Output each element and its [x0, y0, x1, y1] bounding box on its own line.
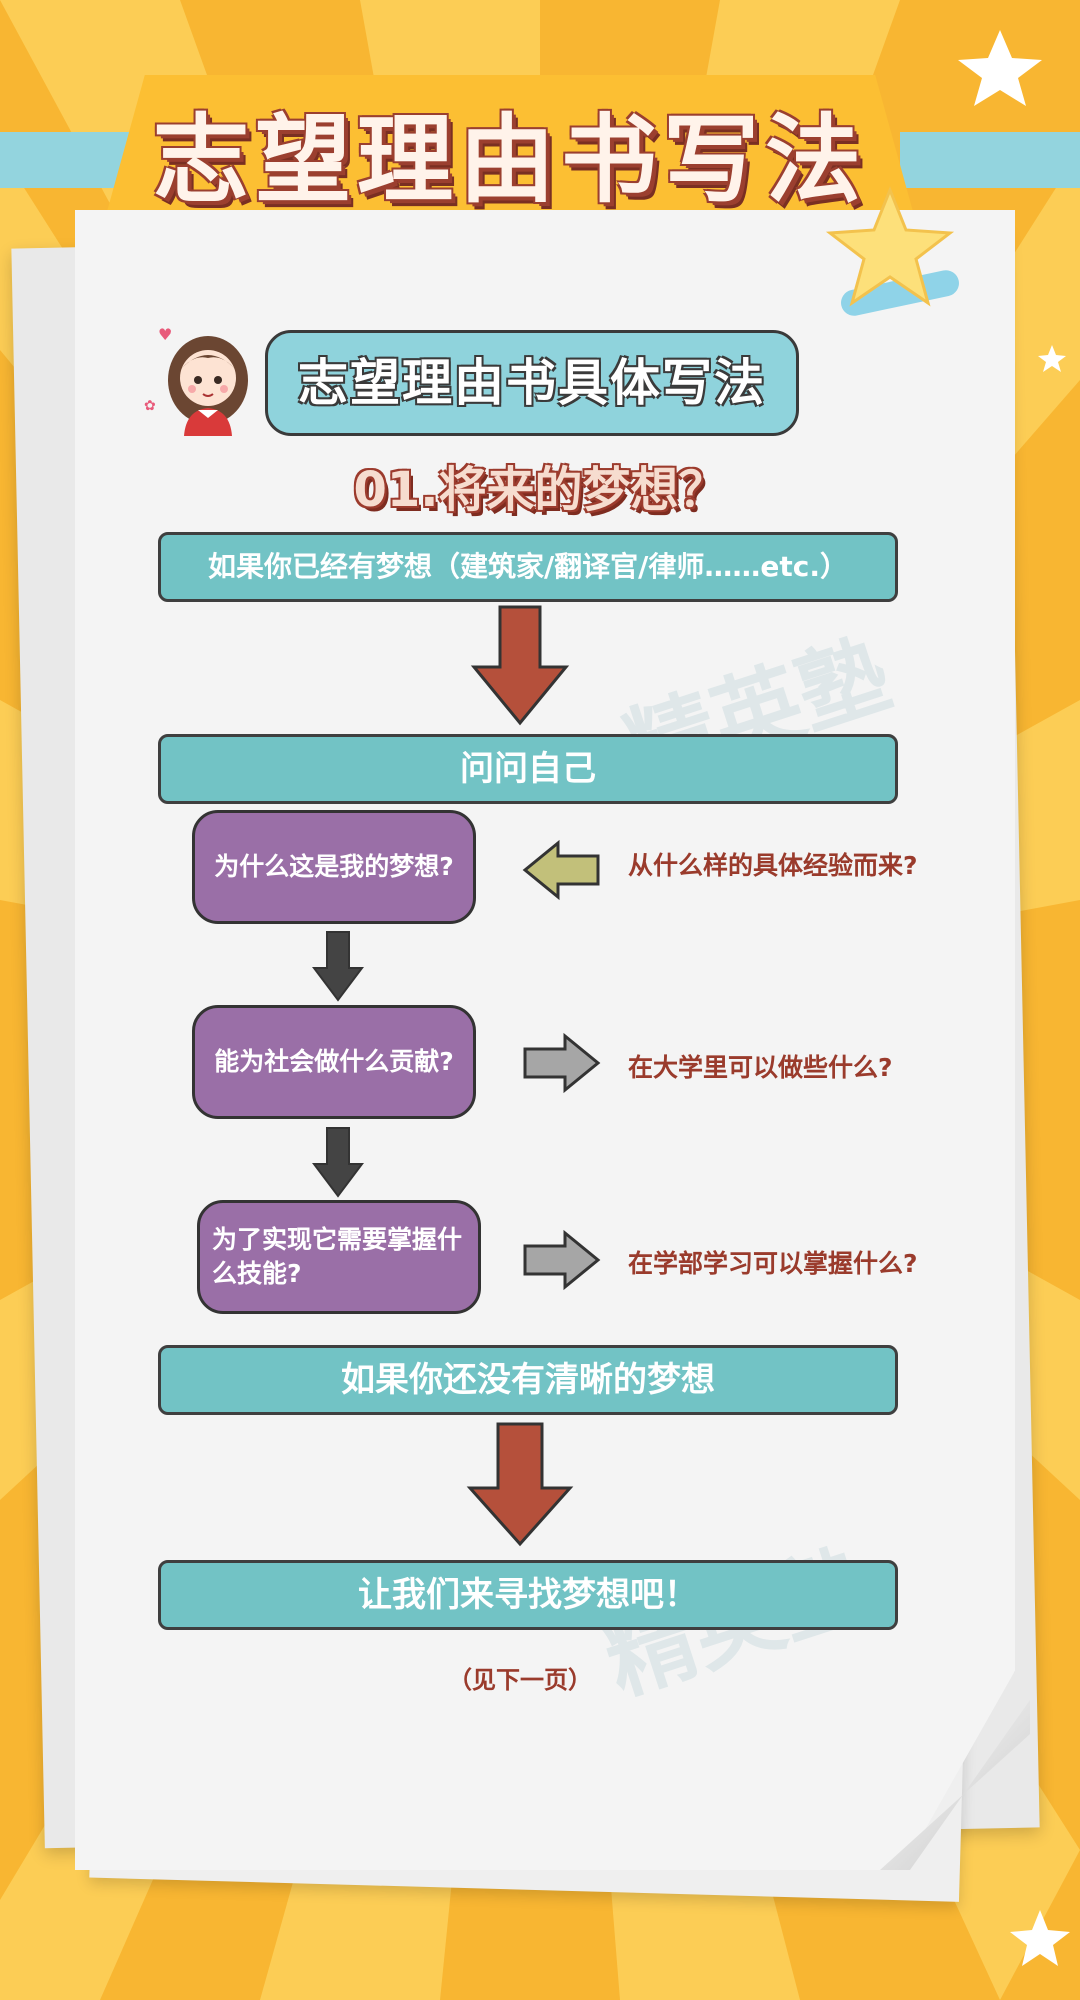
next-page-note: （见下一页） — [448, 1666, 592, 1694]
svg-text:♥: ♥ — [158, 325, 172, 344]
branch-bottom-bar: 如果你还没有清晰的梦想 — [158, 1345, 898, 1415]
question-box: 为什么这是我的梦想? — [192, 810, 476, 924]
girl-avatar-icon: ♥ ✿ — [144, 325, 248, 436]
main-title: 志望理由书写法 — [153, 104, 867, 216]
gray-arrow-right-icon — [523, 1229, 601, 1291]
section-title: 01.将来的梦想？ — [353, 462, 727, 518]
ask-yourself-bar: 问问自己 — [158, 734, 898, 804]
dark-arrow-down-icon — [312, 1127, 364, 1198]
question-side-text: 从什么样的具体经验而来? — [628, 851, 918, 880]
final-bar: 让我们来寻找梦想吧！ — [158, 1560, 898, 1630]
subtitle-pill: 志望理由书具体写法 — [265, 330, 799, 436]
star-icon — [825, 185, 959, 316]
red-arrow-down-icon — [470, 605, 570, 726]
question-box: 为了实现它需要掌握什么技能? — [197, 1200, 481, 1314]
branch-top-bar: 如果你已经有梦想（建筑家/翻译官/律师……etc.） — [158, 532, 898, 602]
olive-arrow-left-icon — [522, 839, 600, 901]
question-side-text: 在学部学习可以掌握什么? — [628, 1249, 918, 1278]
red-arrow-down-icon — [466, 1422, 574, 1547]
gray-arrow-right-icon — [523, 1032, 601, 1094]
title-band-right — [900, 132, 1080, 188]
svg-text:✿: ✿ — [144, 398, 156, 414]
question-box: 能为社会做什么贡献? — [192, 1005, 476, 1119]
dark-arrow-down-icon — [312, 931, 364, 1002]
question-side-text: 在大学里可以做些什么? — [628, 1053, 893, 1082]
